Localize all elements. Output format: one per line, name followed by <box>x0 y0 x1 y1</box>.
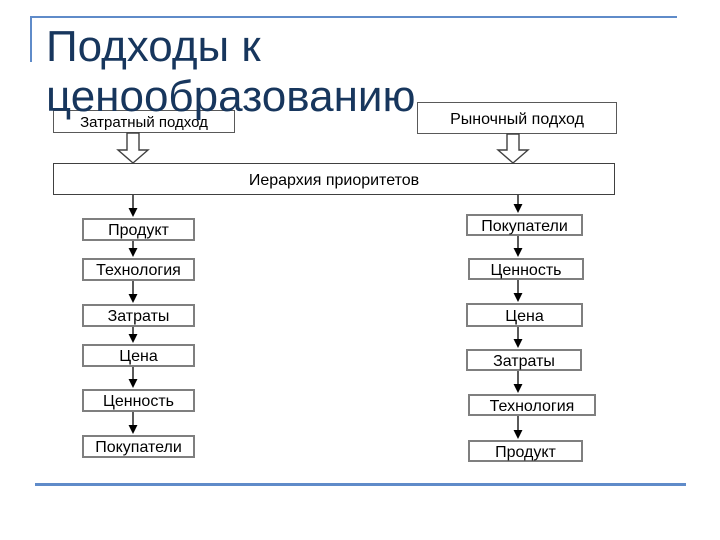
left-chain-box-product: Продукт <box>82 218 195 241</box>
header-accent-line <box>31 16 677 18</box>
right-chain-box-technology: Технология <box>468 394 596 416</box>
header-accent-vertical-line <box>30 16 32 62</box>
left-chain-box-value: Ценность <box>82 389 195 412</box>
hollow-down-arrow-right-icon <box>496 133 530 164</box>
left-chain-box-price: Цена <box>82 344 195 367</box>
slide-title: Подходы к ценообразованию <box>46 22 416 121</box>
left-chain-box-buyers: Покупатели <box>82 435 195 458</box>
right-chain-box-product: Продукт <box>468 440 583 462</box>
footer-accent-line <box>35 483 686 486</box>
right-chain-box-buyers: Покупатели <box>466 214 583 236</box>
hierarchy-priorities-box: Иерархия приоритетов <box>53 163 615 195</box>
right-chain-box-value: Ценность <box>468 258 584 280</box>
hollow-down-arrow-left-icon <box>116 132 150 164</box>
right-chain-box-price: Цена <box>466 303 583 327</box>
left-chain-box-costs: Затраты <box>82 304 195 327</box>
right-chain-box-costs: Затраты <box>466 349 582 371</box>
left-chain-box-technology: Технология <box>82 258 195 281</box>
cost-approach-box: Затратный подход <box>53 110 235 133</box>
